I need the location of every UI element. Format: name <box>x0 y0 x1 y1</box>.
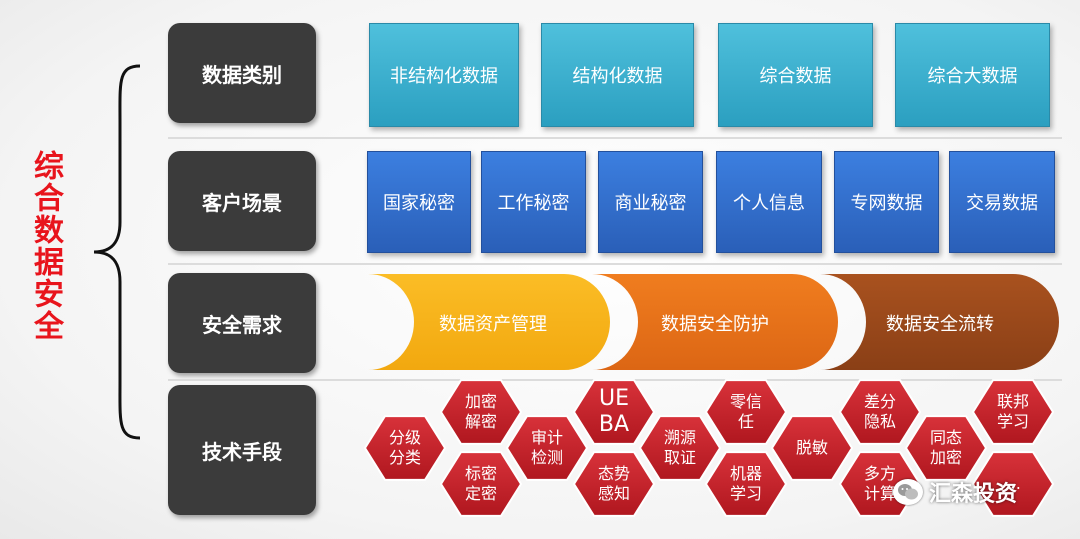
scene-box: 工作秘密 <box>481 151 586 253</box>
tech-hexagon <box>572 379 656 445</box>
tech-hex-label: 同态加密 <box>929 428 962 467</box>
tech-hexagon <box>704 379 788 445</box>
tech-hexagon <box>704 451 788 517</box>
category-box: 非结构化数据 <box>369 23 519 127</box>
requirement-segment-2 <box>592 274 838 370</box>
row-label-customer-scenario: 客户场景 <box>168 151 316 251</box>
scene-box: 专网数据 <box>834 151 939 253</box>
row-divider <box>168 263 1062 265</box>
category-box: 结构化数据 <box>541 23 694 127</box>
requirement-label: 数据安全流转 <box>886 314 994 335</box>
tech-hex-label: … <box>1005 474 1021 493</box>
tech-hex-label: 审计检测 <box>530 428 563 467</box>
row-divider <box>168 137 1062 139</box>
watermark: 汇森投资 <box>893 477 1017 507</box>
row-label-data-category: 数据类别 <box>168 23 316 123</box>
tech-hex-label: 脱敏 <box>795 438 828 457</box>
tech-hexagon <box>505 415 589 481</box>
tech-hexagon <box>363 415 447 481</box>
watermark-text: 汇森投资 <box>929 482 1018 507</box>
tech-hex-label: 零信任 <box>729 392 762 431</box>
tech-hexagon <box>439 451 523 517</box>
curly-brace-icon <box>93 64 141 440</box>
requirement-segment-1 <box>368 274 610 370</box>
tech-hexagon <box>770 415 854 481</box>
tech-hex-label: 多方计算 <box>863 464 896 503</box>
tech-hexagon <box>638 415 722 481</box>
tech-hexagon <box>971 379 1055 445</box>
wechat-icon <box>893 479 923 505</box>
tech-hex-label: 机器学习 <box>729 464 762 503</box>
tech-hex-label: 差分隐私 <box>863 392 896 431</box>
requirement-chevrons <box>368 274 1059 370</box>
side-title: 综合数据安全 <box>28 150 63 342</box>
requirement-segment-3 <box>820 274 1059 370</box>
scene-box: 国家秘密 <box>367 151 471 253</box>
scene-box: 个人信息 <box>716 151 822 253</box>
tech-hexagon <box>838 379 922 445</box>
row-label-security-requirement: 安全需求 <box>168 273 316 373</box>
tech-hex-label: 联邦学习 <box>996 392 1029 431</box>
tech-hexagon <box>904 415 988 481</box>
tech-hex-label: 分级分类 <box>388 428 421 467</box>
requirement-label: 数据安全防护 <box>661 314 769 335</box>
tech-hex-label: 溯源取证 <box>663 428 696 467</box>
scene-box: 商业秘密 <box>598 151 703 253</box>
tech-hex-label: 加密解密 <box>464 392 497 431</box>
category-box: 综合大数据 <box>895 23 1050 127</box>
tech-hex-label: 标密定密 <box>464 464 497 503</box>
tech-hexagon <box>971 451 1055 517</box>
category-box: 综合数据 <box>718 23 873 127</box>
tech-hexagon <box>572 451 656 517</box>
requirement-label: 数据资产管理 <box>439 314 547 335</box>
tech-hex-label: 态势感知 <box>597 464 630 503</box>
scene-box: 交易数据 <box>949 151 1055 253</box>
tech-hexagon <box>439 379 523 445</box>
row-label-technical-means: 技术手段 <box>168 385 316 515</box>
